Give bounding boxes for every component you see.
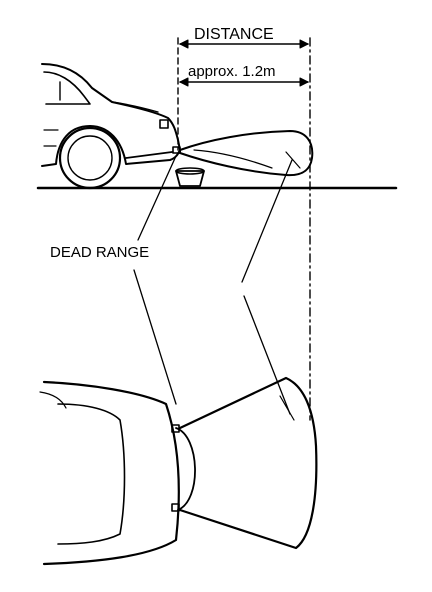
obstacle-rim	[175, 167, 205, 175]
distance-arrow-left	[179, 39, 189, 49]
car-top-glass-inner	[39, 391, 67, 409]
rear-wheel-tire	[58, 126, 122, 190]
side-zone-inner-line	[193, 149, 273, 169]
dead-range-leader-top	[133, 269, 177, 405]
car-top-rear-glass	[57, 403, 126, 545]
top-sensor-upper	[171, 424, 180, 433]
side-zone-shade	[285, 151, 301, 169]
dead-range-leader-side	[137, 155, 177, 241]
obstacle-object	[175, 170, 205, 187]
top-view	[39, 376, 318, 566]
distance-arrow-right	[299, 39, 309, 49]
dead-range-label: DEAD RANGE	[50, 244, 150, 261]
car-side-door-line	[43, 129, 59, 147]
dimension-marks	[177, 37, 311, 421]
approx-distance-label: approx. 1.2m	[188, 63, 276, 80]
car-side-trunk-line	[111, 101, 159, 113]
rear-wheel-rim	[67, 135, 113, 181]
zone-connector-leader	[241, 159, 293, 283]
car-side-bumper	[125, 151, 173, 159]
car-top-body	[42, 380, 180, 566]
car-side-taillight	[159, 119, 169, 129]
top-detection-zone	[178, 376, 318, 550]
distance-label: DISTANCE	[194, 26, 274, 43]
top-sensor-lower	[171, 503, 180, 512]
zone-connector-leader-lower	[243, 295, 291, 415]
approx-arrow-left	[179, 77, 189, 87]
side-view	[36, 63, 398, 190]
side-detection-zone	[179, 130, 314, 177]
approx-arrow-right	[299, 77, 309, 87]
car-top-bumper	[175, 427, 196, 511]
leader-lines	[133, 155, 293, 415]
car-side-rear-window	[43, 71, 91, 105]
